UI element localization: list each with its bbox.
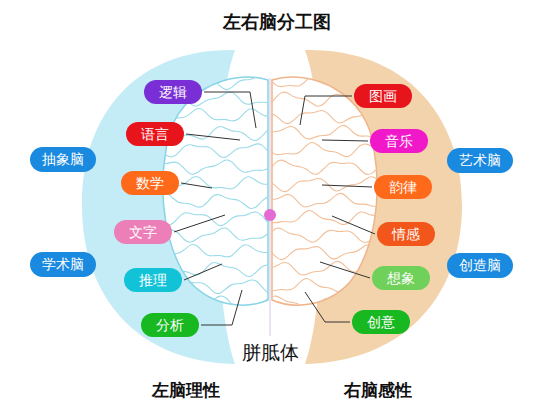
node-text: 逻辑: [159, 85, 187, 99]
leader-line: [322, 140, 368, 141]
gyrus-stroke: [270, 142, 378, 156]
node-text: 推理: [139, 273, 167, 287]
side-label: 右脑感性: [344, 381, 412, 400]
structure-label: 胼胝体: [242, 342, 299, 363]
leader-line: [181, 183, 212, 188]
leader-line: [305, 292, 350, 322]
function-pill: 数学: [121, 171, 179, 195]
gyrus-stroke: [270, 296, 378, 310]
gyrus-stroke: [270, 109, 378, 124]
function-pill: 韵律: [374, 175, 432, 199]
leader-line: [300, 96, 352, 125]
node-text: 数学: [136, 176, 164, 190]
node-text: 音乐: [385, 134, 413, 148]
gyrus-stroke: [270, 278, 378, 292]
function-pill: 想象: [372, 266, 430, 290]
leader-line: [201, 290, 242, 325]
region-tag: 学术脑: [30, 252, 96, 277]
node-text: 情感: [392, 227, 420, 241]
gyrus-stroke: [160, 245, 268, 260]
node-text: 图画: [369, 89, 397, 103]
node-text: 想象: [387, 271, 415, 285]
node-text: 语言: [141, 127, 169, 141]
leader-line: [186, 134, 240, 140]
leader-line: [322, 185, 372, 187]
gyrus-stroke: [160, 108, 268, 122]
gyrus-stroke: [270, 160, 378, 174]
gyrus-stroke: [160, 296, 268, 310]
region-tag: 抽象脑: [30, 147, 96, 172]
gyrus-stroke: [160, 193, 268, 208]
leader-line: [184, 264, 222, 280]
function-pill: 图画: [354, 84, 412, 108]
gyrus-stroke: [270, 245, 378, 260]
gyrus-stroke: [160, 144, 268, 158]
function-pill: 分析: [141, 313, 199, 337]
function-pill: 情感: [377, 222, 435, 246]
side-label: 左脑理性: [152, 381, 220, 400]
leader-line: [174, 215, 225, 232]
gyrus-stroke: [160, 160, 268, 174]
function-pill: 音乐: [370, 129, 428, 153]
node-text: 抽象脑: [42, 152, 84, 166]
gyrus-stroke: [270, 193, 378, 207]
brain-stem-line: [270, 78, 271, 336]
region-tag: 创造脑: [447, 253, 513, 278]
function-pill: 推理: [124, 268, 182, 292]
node-text: 创意: [367, 315, 395, 329]
gyrus-stroke: [270, 177, 378, 192]
function-pill: 文字: [114, 220, 172, 244]
leader-lines: [174, 92, 375, 325]
gyrus-stroke: [270, 228, 378, 242]
function-pill: 语言: [126, 122, 184, 146]
node-text: 创造脑: [459, 258, 501, 272]
gyrus-stroke: [160, 228, 268, 242]
node-text: 学术脑: [42, 257, 84, 271]
node-text: 分析: [156, 318, 184, 332]
leader-line: [332, 216, 375, 234]
function-pill: 逻辑: [144, 80, 202, 104]
region-tag: 艺术脑: [447, 148, 513, 173]
leader-line: [204, 92, 256, 128]
leader-line: [320, 262, 370, 278]
gyrus-stroke: [270, 125, 378, 139]
gyrus-stroke: [270, 211, 378, 225]
corpus-callosum-dot: [264, 209, 276, 221]
node-text: 文字: [129, 225, 157, 239]
node-text: 艺术脑: [459, 153, 501, 167]
diagram-title: 左右脑分工图: [223, 12, 331, 32]
node-text: 韵律: [389, 180, 417, 194]
right-gyri: [270, 75, 378, 311]
function-pill: 创意: [352, 310, 410, 334]
